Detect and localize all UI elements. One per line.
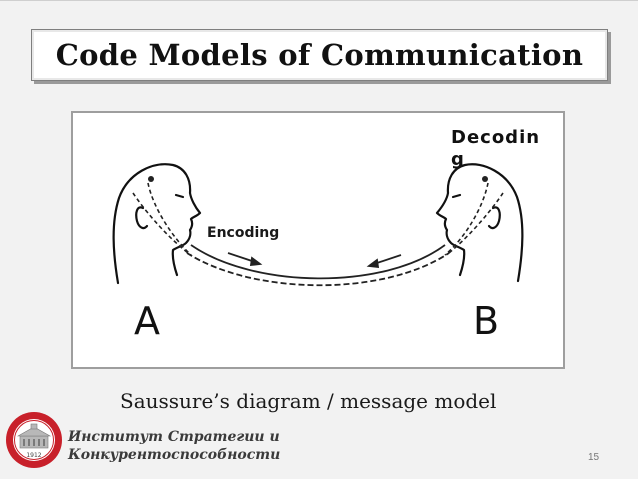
org-name-line1: Институт Стратегии и — [68, 429, 280, 445]
saussure-diagram: A B Encoding Decoding — [71, 111, 565, 369]
institute-seal-icon: 1912 — [6, 412, 62, 468]
sound-path — [186, 244, 450, 287]
diagram-caption: Saussure’s diagram / message model — [120, 389, 497, 413]
decoding-label: Decoding — [451, 127, 541, 170]
circuit-a — [132, 176, 192, 256]
arrow-decoding — [366, 254, 402, 269]
title-box: Code Models of Communication — [31, 29, 608, 81]
slide-title: Code Models of Communication — [55, 38, 584, 72]
seal-year: 1912 — [26, 452, 41, 459]
circuit-b — [444, 176, 504, 256]
speech-circuit-illustration — [112, 163, 524, 287]
page-number: 15 — [588, 452, 600, 463]
arrow-encoding — [227, 252, 263, 267]
org-name-line2: Конкурентоспособности — [68, 447, 281, 463]
person-b-label: B — [473, 299, 500, 343]
encoding-label: Encoding — [207, 225, 280, 241]
person-a-label: A — [134, 299, 160, 343]
